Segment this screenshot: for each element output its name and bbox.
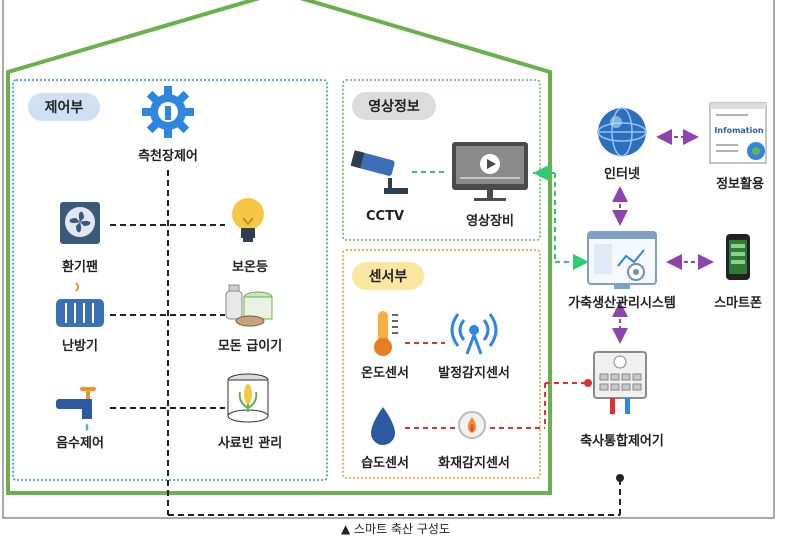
sensor-section-pill: 센서부 (352, 262, 424, 290)
sensor-link-dot (584, 379, 592, 387)
house-outline (6, 0, 552, 495)
outer-frame (2, 0, 775, 519)
management-system-icon (587, 231, 657, 289)
video-connections (412, 165, 589, 270)
video-monitor-icon (452, 142, 528, 201)
cctv-icon (350, 150, 408, 194)
fan-icon (60, 202, 100, 244)
smartphone-icon (726, 234, 750, 280)
feed-bin-icon (227, 373, 269, 423)
heat-lamp-icon (232, 198, 264, 242)
controller-bottom-dot (616, 474, 624, 482)
info-use-label: 정보활용 (716, 177, 764, 192)
water-faucet-icon (56, 387, 96, 431)
feed-bin-label: 사료빈 관리 (217, 436, 283, 451)
video-box (342, 79, 541, 241)
antenna-icon (450, 313, 498, 355)
integrated-controller-icon (593, 351, 647, 414)
management-system-label: 가축생산관리시스템 (568, 296, 676, 311)
gear-icon (142, 86, 194, 138)
cctv-label: CCTV (365, 209, 405, 224)
heat-lamp-label: 보온등 (232, 260, 268, 275)
diagram-caption: ▲ 스마트 축산 구성도 (341, 522, 450, 536)
internet-globe-icon (597, 107, 647, 157)
video-section-pill: 영상정보 (352, 92, 436, 120)
fire-sensor-label: 화재감지센서 (438, 456, 510, 471)
sensor-box (342, 249, 541, 479)
feeder-label: 모돈 급이기 (217, 339, 283, 354)
temp-sensor-label: 온도센서 (361, 366, 409, 381)
heater-icon (56, 282, 104, 327)
control-box (12, 79, 328, 481)
info-document-icon (709, 102, 767, 164)
ceiling-control-label: 측천장제어 (138, 149, 198, 164)
estrus-sensor-label: 발정감지센서 (438, 366, 510, 381)
video-equipment-label: 영상장비 (466, 214, 514, 229)
humidity-drop-icon (371, 407, 395, 445)
smartphone-label: 스마트폰 (714, 296, 762, 311)
internet-label: 인터넷 (604, 167, 640, 182)
humidity-sensor-label: 습도센서 (361, 456, 409, 471)
info-card-text: Infomation (714, 126, 764, 135)
feeder-icon (225, 284, 273, 327)
sensor-connections (405, 342, 585, 429)
heater-label: 난방기 (62, 339, 98, 354)
thermometer-icon (374, 311, 398, 356)
water-label: 음수제어 (56, 436, 104, 451)
control-section-pill: 제어부 (28, 93, 100, 121)
fan-label: 환기팬 (62, 260, 98, 275)
fire-detector-icon (458, 411, 486, 439)
integrated-controller-label: 축사통합제어기 (580, 434, 664, 449)
system-arrows (612, 129, 714, 344)
